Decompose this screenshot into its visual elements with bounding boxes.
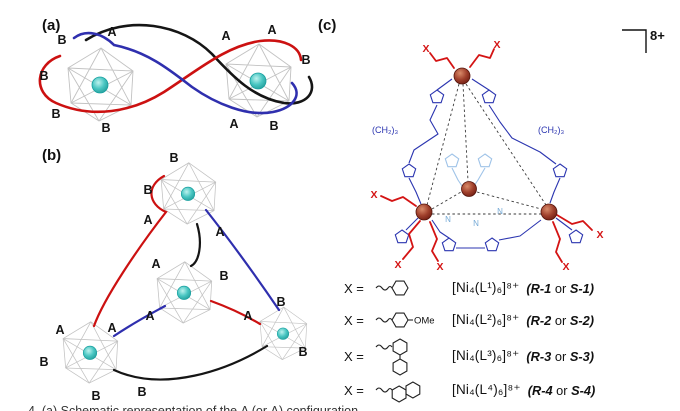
octahedron-metal-center [225, 43, 292, 118]
vertex-label: A [107, 25, 116, 39]
legend-row: X = [Ni₄(L¹)₆]⁸⁺ (R-1 or S-1) [344, 272, 594, 304]
x-substituent-label: X [596, 229, 603, 241]
enantiomer-label: (R-2 or S-2) [526, 312, 594, 328]
legend-row: X = [Ni₄(L⁴)₆]⁸⁺ (R-4 or S-4) [344, 374, 595, 406]
x-equals-label: X = [344, 382, 364, 398]
panel-b-label: (b) [42, 147, 61, 164]
vertex-label: B [101, 121, 110, 135]
ome-label: OMe [414, 316, 435, 327]
panel-c-label: (c) [318, 17, 336, 34]
phenyl-ring-icon [375, 280, 409, 296]
vertex-label: A [229, 117, 238, 131]
vertex-label: B [269, 119, 278, 133]
biphenyl-ring-icon [375, 338, 408, 376]
ligand-strand-blue [72, 31, 298, 115]
complex-formula: [Ni₄(L¹)₆]⁸⁺ [452, 280, 520, 295]
x-substituent-label: X [422, 43, 429, 55]
vertex-label: A [151, 257, 160, 271]
panel-b: (b) B B A A A B A A B A B B A B B [39, 147, 307, 403]
vertex-label: B [301, 53, 310, 67]
vertex-label: A [145, 309, 154, 323]
complex-formula: [Ni₄(L²)₆]⁸⁺ [452, 312, 520, 327]
enantiomer-label: (R-4 or S-4) [527, 382, 596, 398]
nitrogen-label: N [473, 219, 479, 228]
x-equals-label: X = [344, 312, 364, 328]
chain-label-left: (CH₂)₃ [372, 125, 398, 135]
x-substituent-label: X [493, 39, 500, 51]
enantiomer-label: (R-1 or S-1) [526, 280, 594, 296]
vertex-label: B [276, 295, 285, 309]
tetrahedron-dashed-edges [426, 83, 547, 215]
vertex-label: B [143, 183, 152, 197]
complex-formula: [Ni₄(L³)₆]⁸⁺ [452, 348, 520, 363]
ni-atom [415, 203, 433, 221]
ligand-strand-blue [204, 208, 281, 312]
x-substituent-label: X [562, 261, 569, 273]
octahedron-metal-center [156, 261, 213, 324]
panel-a: (a) B A B B B A A B A B [38, 17, 314, 135]
legend-row: X = [Ni₄(L³)₆]⁸⁺ (R-3 or S-3) [344, 336, 594, 376]
x-substituent-label: X [394, 259, 401, 271]
charge-bracket [622, 29, 647, 53]
panel-c: (c) 8+ [318, 17, 665, 273]
charge-label: 8+ [650, 28, 665, 43]
vertex-label: B [57, 33, 66, 47]
vertex-label: B [39, 355, 48, 369]
vertex-label: B [91, 389, 100, 403]
vertex-label: B [298, 345, 307, 359]
x-equals-label: X = [344, 280, 364, 296]
vertex-label: B [51, 107, 60, 121]
ni-atom [461, 181, 477, 197]
ni-atom [453, 67, 471, 85]
vertex-label: B [169, 151, 178, 165]
vertex-label: A [243, 309, 252, 323]
vertex-label: A [107, 321, 116, 335]
chain-label-right: (CH₂)₃ [538, 125, 564, 135]
figure-caption-clipped: 4. (a) Schematic representation of the Δ… [28, 404, 359, 411]
legend-row: X = OMe [Ni₄(L²)₆]⁸⁺ (R-2 or S-2) [344, 304, 594, 336]
vertex-label: A [267, 23, 276, 37]
ligand-strand-red [38, 39, 303, 114]
ni-atom [540, 203, 558, 221]
complex-formula: [Ni₄(L⁴)₆]⁸⁺ [452, 382, 521, 397]
ligand-faded [444, 153, 493, 187]
vertex-label: A [55, 323, 64, 337]
ligand-strand-red [92, 174, 168, 328]
vertex-label: B [219, 269, 228, 283]
x-substituent-label: X [370, 189, 377, 201]
ligand-strand-blue [112, 304, 167, 338]
ligand-strand-black [112, 344, 269, 381]
vertex-label: B [39, 69, 48, 83]
ligand-blue [394, 78, 584, 252]
vertex-label: A [221, 29, 230, 43]
ligand-strand-red [209, 299, 262, 326]
substituent-arms-red [380, 48, 593, 263]
vertex-label: A [143, 213, 152, 227]
panel-a-label: (a) [42, 17, 60, 34]
ligand-strand-black [84, 23, 314, 105]
enantiomer-label: (R-3 or S-3) [526, 348, 594, 364]
naphthyl-ring-icon [375, 381, 421, 403]
x-equals-label: X = [344, 348, 364, 364]
nitrogen-label: N [445, 215, 451, 224]
x-substituent-label: X [436, 261, 443, 273]
nitrogen-label: N [497, 207, 503, 216]
vertex-label: A [215, 225, 224, 239]
vertex-label: B [137, 385, 146, 399]
methoxyphenyl-ring-icon: OMe [375, 312, 435, 328]
octahedron-metal-center [160, 162, 217, 225]
ni-atoms [415, 67, 558, 221]
ligand-strand-black [189, 222, 201, 268]
